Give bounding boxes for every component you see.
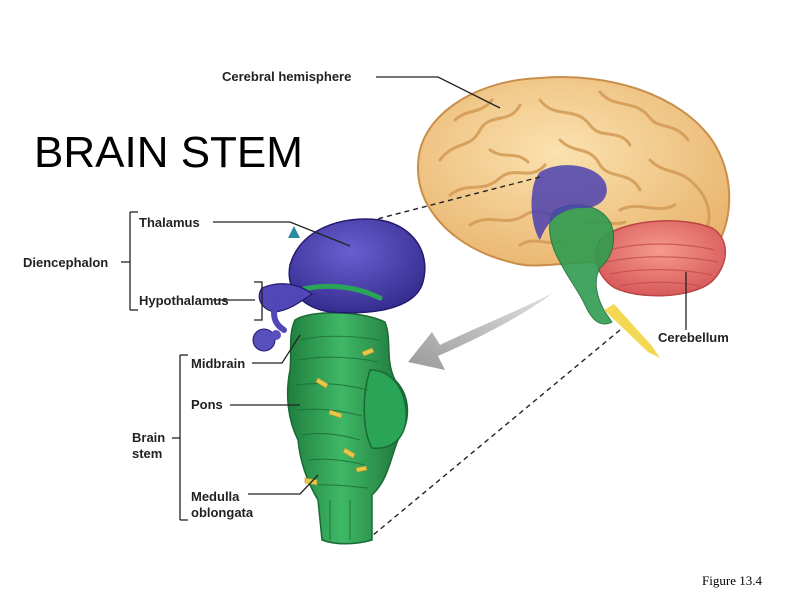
cerebellum-shape xyxy=(594,220,727,297)
brain-stem-in-brain xyxy=(549,204,660,358)
label-pons: Pons xyxy=(191,397,223,412)
label-hypothalamus: Hypothalamus xyxy=(139,293,229,308)
page-title: BRAIN STEM xyxy=(34,128,303,177)
label-brain-stem-line2: stem xyxy=(132,446,163,461)
enlarged-diencephalon xyxy=(252,218,426,352)
label-medulla-line2: oblongata xyxy=(191,505,254,520)
label-diencephalon: Diencephalon xyxy=(23,255,109,270)
enlargement-arrow xyxy=(408,293,553,370)
enlarged-brain-stem xyxy=(286,312,409,545)
diencephalon-in-brain xyxy=(531,165,607,240)
label-cerebral-hemisphere: Cerebral hemisphere xyxy=(222,69,352,84)
label-cerebellum: Cerebellum xyxy=(658,330,729,345)
label-medulla-line1: Medulla xyxy=(191,489,240,504)
label-brain-stem-line1: Brain xyxy=(132,430,166,445)
label-thalamus: Thalamus xyxy=(139,215,200,230)
label-midbrain: Midbrain xyxy=(191,356,246,371)
leader-lines xyxy=(121,76,687,521)
zoom-connector-lines xyxy=(349,176,621,537)
figure-label: Figure 13.4 xyxy=(702,573,762,588)
